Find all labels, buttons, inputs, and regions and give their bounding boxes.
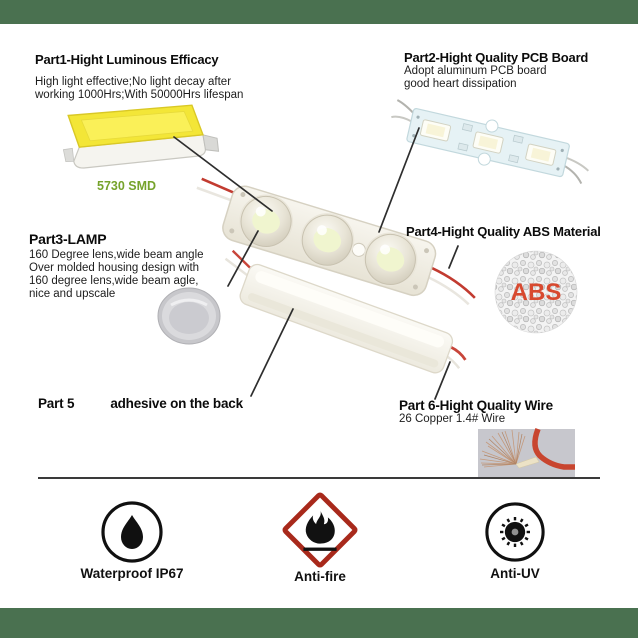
- wire-photo-image: [478, 428, 575, 478]
- pointer-line-part3: [227, 230, 259, 287]
- feature-anti-fire: Anti-fire: [245, 491, 395, 584]
- part3-description: 160 Degree lens,wide beam angle Over mol…: [29, 249, 204, 300]
- part6-description: 26 Copper 1.4# Wire: [399, 413, 506, 425]
- feature-label-anti-fire: Anti-fire: [294, 569, 346, 584]
- feature-label-anti-uv: Anti-UV: [490, 566, 540, 581]
- annotation-lines: [173, 127, 459, 400]
- feature-label-waterproof: Waterproof IP67: [80, 566, 184, 581]
- feature-waterproof: Waterproof IP67: [52, 500, 212, 581]
- led-module-back-image: [224, 249, 467, 374]
- smd-caption: 5730 SMD: [97, 179, 157, 193]
- part1-description: High light effective;No light decay afte…: [35, 76, 244, 101]
- abs-pellets-image: ABS: [494, 250, 578, 334]
- part2-description: Adopt aluminum PCB board good heart diss…: [404, 65, 547, 90]
- anti-fire-flame-icon: [282, 492, 358, 568]
- part4-section: Part4-Hight Quality ABS Material: [406, 224, 601, 239]
- part6-title: Part 6-Hight Quality Wire: [399, 398, 553, 413]
- bottom-green-bar: [0, 608, 638, 638]
- smd-led-chip-image: [62, 104, 220, 169]
- part4-title: Part4-Hight Quality ABS Material: [406, 224, 601, 239]
- anti-uv-sun-icon: [485, 502, 545, 562]
- part6-section: Part 6-Hight Quality Wire 26 Copper 1.4#…: [399, 398, 553, 426]
- top-green-bar: [0, 0, 638, 24]
- part5-section: Part 5 adhesive on the back: [38, 396, 243, 411]
- pointer-line-part2: [378, 127, 420, 233]
- waterproof-drop-icon: [101, 501, 163, 563]
- lens-image: [157, 287, 221, 345]
- pointer-line-part6: [434, 361, 451, 400]
- feature-anti-uv: Anti-UV: [437, 501, 593, 581]
- part2-title: Part2-Hight Quality PCB Board: [404, 50, 589, 65]
- pointer-line-part1: [173, 136, 273, 212]
- section-divider: [38, 477, 600, 479]
- pointer-line-part5: [250, 308, 294, 397]
- part1-section: Part1-Hight Luminous Efficacy High light…: [35, 52, 243, 102]
- part5-description: adhesive on the back: [110, 396, 243, 411]
- part5-label: Part 5: [38, 396, 75, 411]
- part2-section: Part2-Hight Quality PCB Board Adopt alum…: [404, 50, 588, 91]
- part3-section: Part3-LAMP 160 Degree lens,wide beam ang…: [29, 231, 204, 301]
- part3-title: Part3-LAMP: [29, 231, 107, 247]
- abs-material-text: ABS: [511, 279, 562, 306]
- pcb-board-image: [391, 99, 590, 185]
- led-module-front-image: [196, 177, 476, 306]
- part1-title: Part1-Hight Luminous Efficacy: [35, 52, 219, 67]
- pointer-line-part4: [448, 245, 459, 269]
